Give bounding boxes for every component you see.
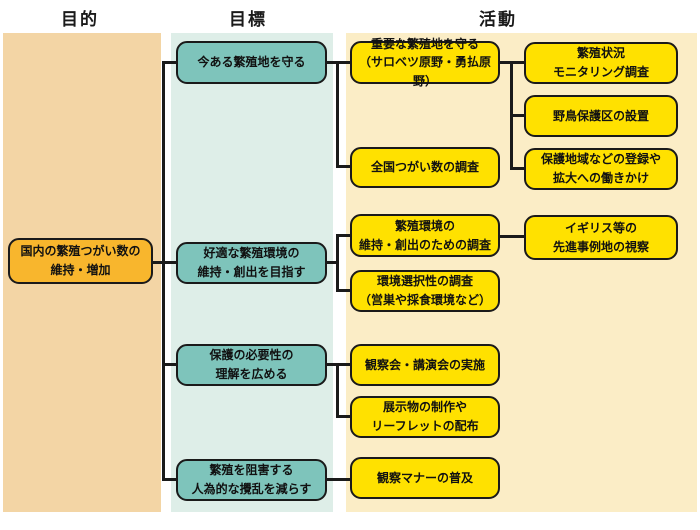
purpose-node: 国内の繁殖つがい数の 維持・増加 xyxy=(8,238,153,284)
connector-to-activity-6 xyxy=(336,415,350,418)
goal-node-protect-breeding-sites: 今ある繁殖地を守る xyxy=(176,41,327,84)
connector-to-activity-4 xyxy=(336,289,350,292)
connector-goal-3-branch xyxy=(336,363,339,418)
activity-node-habitat-selectivity-survey: 環境選択性の調査 （営巣や採食環境など） xyxy=(350,270,500,312)
connector-spine-to-goal-4 xyxy=(162,478,176,481)
activity-node-important-sites: 重要な繁殖地を守る （サロベツ原野・勇払原野） xyxy=(350,37,500,88)
connector-goal-4-to-activity-7 xyxy=(325,478,350,481)
connector-to-activity-5 xyxy=(336,363,350,366)
activity-column-header: 活動 xyxy=(479,10,517,29)
connector-activity-3-to-activity-11 xyxy=(498,235,524,238)
connector-goal-2-stub xyxy=(325,261,338,264)
connector-purpose-to-goal-2 xyxy=(151,261,176,264)
purpose-column-header: 目的 xyxy=(61,10,99,29)
activity-node-exhibits-leaflets: 展示物の制作や リーフレットの配布 xyxy=(350,396,500,438)
connector-spine-to-goal-3 xyxy=(162,363,176,366)
connector-goal-1-branch xyxy=(336,61,339,168)
connector-to-activity-3 xyxy=(336,234,350,237)
goal-node-reduce-disturbance: 繁殖を阻害する 人為的な攪乱を減らす xyxy=(176,459,327,501)
activity-node-uk-case-study-visit: イギリス等の 先進事例地の視察 xyxy=(524,215,678,260)
connector-to-activity-2 xyxy=(336,165,350,168)
goal-column-header: 目標 xyxy=(229,10,267,29)
activity-node-national-pair-survey: 全国つがい数の調査 xyxy=(350,147,500,188)
activity-node-environment-survey: 繁殖環境の 維持・創出のための調査 xyxy=(350,214,500,257)
activity-node-observation-manners: 観察マナーの普及 xyxy=(350,457,500,499)
activity-node-observation-lectures: 観察会・講演会の実施 xyxy=(350,344,500,386)
connector-goal-2-branch xyxy=(336,234,339,292)
goal-node-suitable-environment: 好適な繁殖環境の 維持・創出を目指す xyxy=(176,242,327,284)
connector-left-spine xyxy=(162,61,165,481)
goal-node-spread-understanding: 保護の必要性の 理解を広める xyxy=(176,344,327,386)
connector-to-activity-9 xyxy=(510,114,524,117)
activity-node-breeding-monitoring: 繁殖状況 モニタリング調査 xyxy=(524,42,678,84)
connector-spine-to-goal-1 xyxy=(162,61,176,64)
activity-node-protected-area-registration: 保護地域などの登録や 拡大への働きかけ xyxy=(524,148,678,190)
connector-goal-3-stub xyxy=(325,363,338,366)
connector-to-activity-10 xyxy=(510,167,524,170)
activity-node-bird-sanctuary: 野鳥保護区の設置 xyxy=(524,95,678,137)
